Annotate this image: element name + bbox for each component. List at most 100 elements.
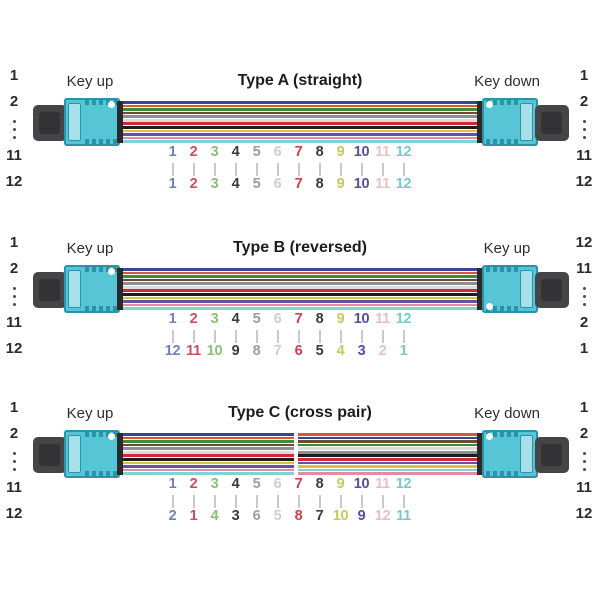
- far-end-fiber-number: 12: [374, 508, 391, 524]
- fiber-strand: [123, 465, 294, 468]
- mapping-line-cell: [309, 163, 330, 176]
- boot-inner: [39, 444, 60, 466]
- fiber-strand: [123, 104, 477, 108]
- fiber-strand: [123, 472, 294, 475]
- fiber-position-number: 12: [575, 173, 593, 190]
- far-end-fiber-number: 5: [315, 343, 324, 359]
- fiber-strand: [123, 454, 294, 458]
- far-end-fiber-number: 7: [315, 508, 324, 524]
- fiber-position-number: 1: [9, 234, 19, 251]
- fiber-strand: [123, 461, 294, 465]
- near-end-fiber-number: 9: [336, 311, 345, 327]
- right-key-dot-icon: [486, 101, 493, 108]
- far-end-fiber-number: 5: [273, 508, 282, 524]
- ellipsis-dot-icon: [12, 128, 16, 131]
- far-end-fiber-number: 2: [189, 176, 198, 192]
- near-end-fiber-number: 4: [231, 311, 240, 327]
- left-key-dot-icon: [108, 101, 115, 108]
- fiber-strand: [123, 468, 294, 472]
- boot-inner: [541, 444, 562, 466]
- mapping-line: [339, 495, 342, 508]
- fiber-strand: [123, 108, 477, 111]
- fiber-position-number: 11: [6, 479, 22, 496]
- right-connector-boot: [535, 437, 569, 473]
- near-end-fiber-number: 5: [252, 144, 261, 160]
- connector-latch-panel: [520, 103, 533, 141]
- near-end-fiber-number: 8: [315, 311, 324, 327]
- fiber-position-number: 2: [579, 314, 589, 331]
- mapping-line: [192, 330, 195, 343]
- boot-inner: [39, 279, 60, 301]
- far-end-fiber-number: 9: [357, 508, 366, 524]
- fiber-strand: [123, 447, 294, 450]
- far-end-fiber-number: 4: [336, 343, 345, 359]
- connector-ridges-icon: [85, 267, 117, 272]
- ellipsis-dot-icon: [582, 120, 586, 123]
- fiber-strand: [298, 468, 477, 472]
- ellipsis-dot-icon: [582, 136, 586, 139]
- near-end-fiber-number: 10: [353, 144, 370, 160]
- far-end-fiber-number: 6: [294, 343, 303, 359]
- mapping-line-cell: [183, 495, 204, 508]
- mapping-line-cell: [309, 495, 330, 508]
- fiber-position-number: 2: [9, 260, 19, 277]
- far-end-fiber-number: 1: [399, 343, 408, 359]
- near-end-fiber-number: 8: [315, 476, 324, 492]
- far-end-fiber-number: 8: [252, 343, 261, 359]
- right-connector-boot: [535, 272, 569, 308]
- connector-ridges-icon: [85, 306, 117, 311]
- fiber-strand: [123, 125, 477, 129]
- mapping-line: [171, 330, 174, 343]
- ellipsis-dot-icon: [12, 136, 16, 139]
- mapping-line: [171, 495, 174, 508]
- mapping-line: [339, 330, 342, 343]
- left-connector-boot: [33, 105, 67, 141]
- boot-inner: [541, 279, 562, 301]
- fiber-position-number: 11: [576, 147, 592, 164]
- mapping-line: [297, 330, 300, 343]
- mapping-line-cell: [267, 495, 288, 508]
- near-end-fiber-number: 12: [395, 144, 412, 160]
- mapping-line: [402, 330, 405, 343]
- mapping-line: [297, 495, 300, 508]
- far-end-fiber-number: 8: [315, 176, 324, 192]
- right-position-column: 12 11 2 1: [570, 227, 598, 362]
- mapping-line-cell: [288, 330, 309, 343]
- left-connector-boot: [33, 272, 67, 308]
- ellipsis-dot-icon: [12, 460, 16, 463]
- near-end-fiber-number: 1: [168, 144, 177, 160]
- fiber-position-number: 11: [576, 260, 592, 277]
- far-end-fiber-number: 7: [273, 343, 282, 359]
- fiber-position-number: 1: [579, 340, 589, 357]
- far-end-fiber-number: 10: [332, 508, 349, 524]
- far-end-fiber-number: 11: [186, 343, 201, 359]
- connector-ridges-icon: [486, 267, 518, 272]
- fiber-strand: [123, 278, 477, 282]
- far-end-fiber-number: 1: [168, 176, 177, 192]
- connector-ridges-icon: [85, 432, 117, 437]
- near-end-fiber-number: 6: [273, 476, 282, 492]
- near-end-fiber-number: 6: [273, 311, 282, 327]
- near-end-fiber-number: 3: [210, 476, 219, 492]
- far-end-fiber-number: 11: [375, 176, 390, 192]
- fiber-position-number: 12: [575, 234, 593, 251]
- far-end-fiber-number: 11: [396, 508, 411, 524]
- ellipsis-dot-icon: [582, 452, 586, 455]
- left-key-dot-icon: [108, 268, 115, 275]
- fiber-ribbon: [123, 433, 294, 475]
- mapping-line-cell: [225, 330, 246, 343]
- connector-ridges-icon: [486, 432, 518, 437]
- ellipsis-dot-icon: [12, 303, 16, 306]
- ellipsis-dot-icon: [12, 295, 16, 298]
- mapping-line-cell: [267, 330, 288, 343]
- far-end-fiber-number: 10: [206, 343, 223, 359]
- fiber-strand: [123, 433, 294, 436]
- ellipsis-dot-icon: [582, 460, 586, 463]
- near-end-fiber-number: 9: [336, 144, 345, 160]
- connector-latch-panel: [68, 270, 81, 308]
- fiber-strand: [298, 465, 477, 468]
- far-end-fiber-number: 6: [252, 508, 261, 524]
